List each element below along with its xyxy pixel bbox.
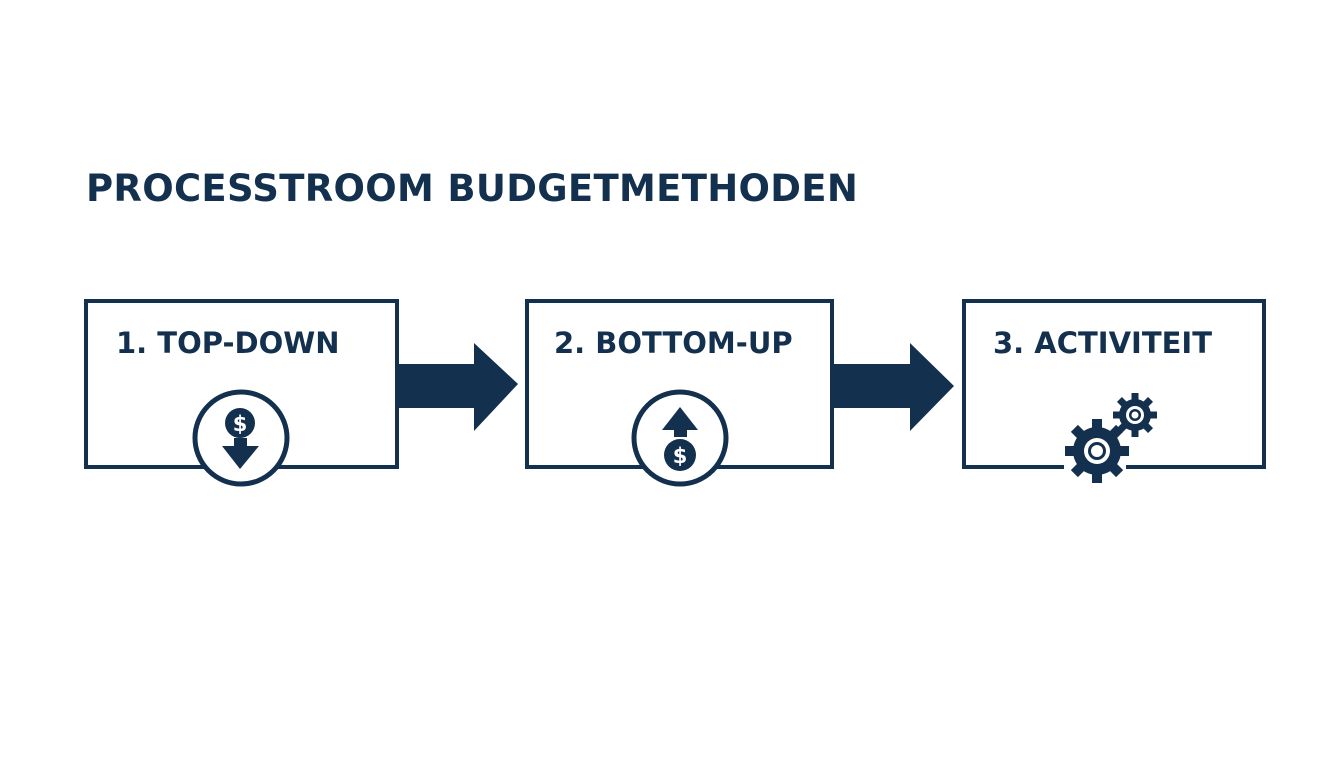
- flow-arrow-1: [397, 343, 518, 431]
- step-label-top-down: 1. TOP-DOWN: [116, 326, 340, 360]
- gears-icon: [1064, 393, 1157, 483]
- diagram-title: PROCESSTROOM BUDGETMETHODEN: [86, 167, 859, 210]
- dollar-down-arrow-icon: $: [192, 389, 290, 487]
- step-label-activiteit: 3. ACTIVITEIT: [993, 326, 1212, 360]
- flow-arrow-2: [832, 343, 954, 431]
- svg-text:$: $: [233, 412, 248, 436]
- step-label-bottom-up: 2. BOTTOM-UP: [554, 326, 793, 360]
- svg-text:$: $: [673, 444, 688, 468]
- dollar-up-arrow-icon: $: [631, 389, 729, 487]
